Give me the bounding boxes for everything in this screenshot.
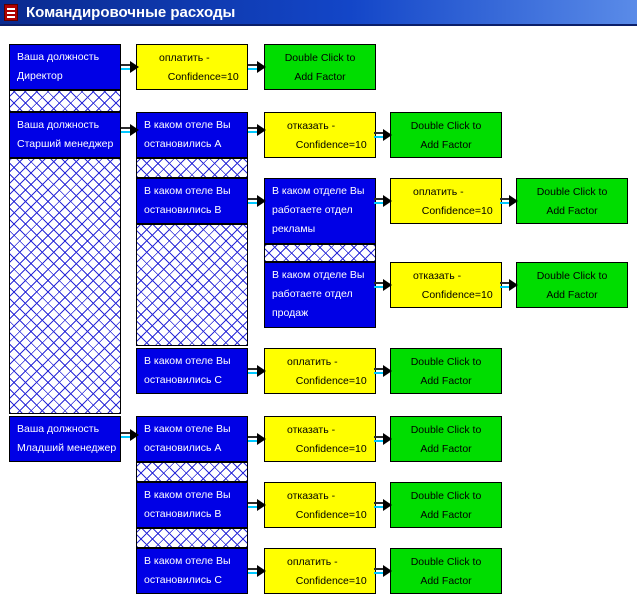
- connector-arrow-icon: [121, 429, 139, 441]
- node-add-factor[interactable]: Double Click to Add Factor: [390, 482, 502, 528]
- connector-arrow-icon: [500, 195, 518, 207]
- hatch-fill: [136, 462, 248, 482]
- node-result[interactable]: отказать - Confidence=10: [390, 262, 502, 308]
- node-position-director[interactable]: Ваша должность Директор: [9, 44, 121, 90]
- connector-arrow-icon: [374, 365, 392, 377]
- node-position-junior[interactable]: Ваша должность Младший менеджер: [9, 416, 121, 462]
- connector-arrow-icon: [500, 279, 518, 291]
- node-result[interactable]: оплатить - Confidence=10: [264, 348, 376, 394]
- hatch-fill: [264, 244, 376, 262]
- connector-arrow-icon: [248, 565, 266, 577]
- node-result[interactable]: оплатить - Confidence=10: [264, 548, 376, 594]
- node-result[interactable]: отказать - Confidence=10: [264, 482, 376, 528]
- connector-arrow-icon: [248, 195, 266, 207]
- node-add-factor[interactable]: Double Click to Add Factor: [390, 416, 502, 462]
- node-position-senior[interactable]: Ваша должность Старший менеджер: [9, 112, 121, 158]
- connector-arrow-icon: [248, 433, 266, 445]
- connector-arrow-icon: [248, 61, 266, 73]
- node-hotel-question[interactable]: В каком отеле Вы остановились В: [136, 482, 248, 528]
- node-result[interactable]: отказать - Confidence=10: [264, 112, 376, 158]
- hatch-fill: [9, 158, 121, 414]
- node-add-factor[interactable]: Double Click to Add Factor: [516, 262, 628, 308]
- node-department-question[interactable]: В каком отделе Вы работаете отдел реклам…: [264, 178, 376, 244]
- node-result[interactable]: оплатить - Confidence=10: [136, 44, 248, 90]
- connector-arrow-icon: [374, 433, 392, 445]
- connector-arrow-icon: [374, 279, 392, 291]
- app-icon: [4, 4, 18, 21]
- hatch-fill: [136, 158, 248, 178]
- node-hotel-question[interactable]: В каком отеле Вы остановились А: [136, 112, 248, 158]
- connector-arrow-icon: [248, 124, 266, 136]
- node-add-factor[interactable]: Double Click to Add Factor: [264, 44, 376, 90]
- node-add-factor[interactable]: Double Click to Add Factor: [390, 348, 502, 394]
- node-add-factor[interactable]: Double Click to Add Factor: [390, 548, 502, 594]
- node-result[interactable]: оплатить - Confidence=10: [390, 178, 502, 224]
- hatch-fill: [136, 528, 248, 548]
- node-result[interactable]: отказать - Confidence=10: [264, 416, 376, 462]
- connector-arrow-icon: [121, 61, 139, 73]
- node-hotel-question[interactable]: В каком отеле Вы остановились С: [136, 348, 248, 394]
- node-department-question[interactable]: В каком отделе Вы работаете отдел продаж: [264, 262, 376, 328]
- hatch-fill: [136, 224, 248, 346]
- hatch-fill: [9, 90, 121, 112]
- connector-arrow-icon: [248, 365, 266, 377]
- node-add-factor[interactable]: Double Click to Add Factor: [516, 178, 628, 224]
- connector-arrow-icon: [374, 129, 392, 141]
- connector-arrow-icon: [121, 124, 139, 136]
- node-hotel-question[interactable]: В каком отеле Вы остановились А: [136, 416, 248, 462]
- connector-arrow-icon: [374, 499, 392, 511]
- node-hotel-question[interactable]: В каком отеле Вы остановились В: [136, 178, 248, 224]
- node-add-factor[interactable]: Double Click to Add Factor: [390, 112, 502, 158]
- connector-arrow-icon: [248, 499, 266, 511]
- connector-arrow-icon: [374, 565, 392, 577]
- window-title: Командировочные расходы: [26, 4, 236, 21]
- title-bar: Командировочные расходы: [0, 0, 637, 26]
- node-hotel-question[interactable]: В каком отеле Вы остановились С: [136, 548, 248, 594]
- connector-arrow-icon: [374, 195, 392, 207]
